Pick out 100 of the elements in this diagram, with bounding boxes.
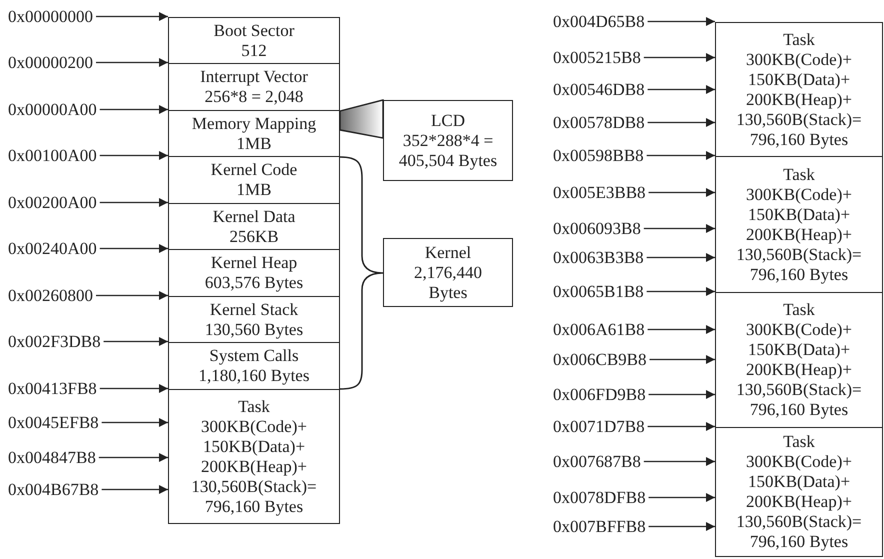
address-label: 0x004B67B8 (8, 480, 99, 499)
address-label: 0x00578DB8 (553, 113, 645, 132)
arrow (646, 151, 715, 160)
segment-title: Kernel (424, 242, 472, 262)
address-label: 0x0065B1B8 (553, 282, 644, 301)
address-label: 0x006CB9B8 (553, 350, 647, 369)
info-box (383, 100, 513, 181)
memory-segment (715, 427, 883, 557)
memory-segment (168, 110, 340, 157)
segment-size: 256*8 = 2,048 (204, 87, 304, 107)
arrow (648, 522, 715, 531)
segment-title: Kernel Heap (210, 253, 298, 273)
arrow (646, 287, 715, 296)
segment-size: 300KB(Code)+ 150KB(Data)+ 200KB(Heap)+ 130,560B(Stack)= 796,160 Bytes (735, 184, 863, 284)
address-label: 0x005215B8 (553, 48, 641, 67)
address-label: 0x0071D7B8 (553, 417, 645, 436)
segment-title: Interrupt Vector (200, 67, 308, 87)
segment-size: 300KB(Code)+ 150KB(Data)+ 200KB(Heap)+ 130,560B(Stack)= 796,160 Bytes (190, 416, 318, 516)
arrow (98, 453, 168, 462)
arrow (646, 253, 715, 262)
arrow (100, 198, 168, 207)
segment-size: 1,180,160 Bytes (198, 366, 310, 386)
memory-segment (168, 389, 340, 524)
address-label: 0x00000000 (8, 7, 93, 26)
arrow (96, 291, 168, 300)
segment-size: 1MB (236, 180, 272, 200)
arrow (644, 53, 715, 62)
segment-size: 1MB (236, 134, 272, 154)
segment-title: Task (238, 396, 270, 416)
segment-size: 603,576 Bytes (204, 273, 304, 293)
address-label: 0x00200A00 (8, 193, 97, 212)
segment-title: Task (783, 164, 815, 184)
info-box (383, 238, 513, 307)
arrow (648, 188, 715, 197)
segment-size: 512 (241, 40, 267, 60)
segment-title: LCD (431, 110, 465, 130)
address-label: 0x007687B8 (553, 452, 641, 471)
segment-size: 2,176,440 Bytes (413, 262, 483, 302)
address-label: 0x006A61B8 (553, 320, 645, 339)
address-label: 0x007BFFB8 (553, 517, 646, 536)
segment-title: Task (783, 432, 815, 452)
memory-segment (715, 22, 883, 157)
arrow (102, 485, 168, 494)
memory-segment (168, 63, 340, 111)
arrow (648, 118, 715, 127)
memory-segment (715, 292, 883, 428)
segment-title: System Calls (209, 346, 299, 366)
arrow (648, 422, 715, 431)
arrow (102, 418, 168, 427)
address-label: 0x00100A00 (8, 146, 97, 165)
arrow (648, 493, 715, 502)
segment-size: 352*288*4 = 405,504 Bytes (398, 130, 498, 170)
address-label: 0x004D65B8 (553, 12, 645, 31)
segment-size: 300KB(Code)+ 150KB(Data)+ 200KB(Heap)+ 130,560B(Stack)= 796,160 Bytes (735, 320, 863, 420)
segment-title: Kernel Code (210, 160, 298, 180)
arrow (648, 390, 715, 399)
segment-title: Memory Mapping (192, 114, 316, 134)
segment-title: Task (783, 300, 815, 320)
arrow (96, 58, 168, 67)
memory-segment (168, 156, 340, 204)
address-label: 0x0078DFB8 (553, 488, 646, 507)
memory-segment (168, 342, 340, 390)
arrow (100, 105, 168, 114)
arrow (96, 12, 168, 21)
segment-size: 256KB (229, 226, 279, 246)
arrow (644, 224, 715, 233)
address-label: 0x004847B8 (8, 448, 96, 467)
arrow (648, 325, 715, 334)
arrow (100, 384, 168, 393)
segment-size: 300KB(Code)+ 150KB(Data)+ 200KB(Heap)+ 130,560B(Stack)= 796,160 Bytes (735, 452, 863, 552)
address-label: 0x002F3DB8 (8, 332, 101, 351)
segment-size: 130,560 Bytes (204, 320, 304, 340)
arrow (650, 355, 715, 364)
address-label: 0x00000200 (8, 53, 93, 72)
memory-segment (168, 203, 340, 250)
segment-title: Boot Sector (214, 20, 294, 40)
address-label: 0x006093B8 (553, 219, 641, 238)
address-label: 0x00260800 (8, 286, 93, 305)
address-label: 0x00000A00 (8, 100, 97, 119)
segment-title: Kernel Stack (210, 300, 298, 320)
address-label: 0x005E3BB8 (553, 183, 646, 202)
memory-segment (168, 249, 340, 297)
arrow (648, 17, 715, 26)
address-label: 0x00546DB8 (553, 80, 645, 99)
segment-title: Task (783, 30, 815, 50)
memory-segment (715, 156, 883, 293)
arrow (100, 244, 168, 253)
address-label: 0x0045EFB8 (8, 413, 99, 432)
arrow (100, 151, 168, 160)
address-label: 0x00413FB8 (8, 379, 97, 398)
address-label: 0x006FD9B8 (553, 385, 646, 404)
arrow (648, 85, 715, 94)
arrow (644, 457, 715, 466)
memory-segment (168, 296, 340, 343)
segment-title: Kernel Data (212, 206, 296, 226)
memory-segment (168, 17, 340, 64)
address-label: 0x00240A00 (8, 239, 97, 258)
arrow (104, 337, 168, 346)
mapping-connector (339, 99, 384, 139)
address-label: 0x00598BB8 (553, 146, 644, 165)
